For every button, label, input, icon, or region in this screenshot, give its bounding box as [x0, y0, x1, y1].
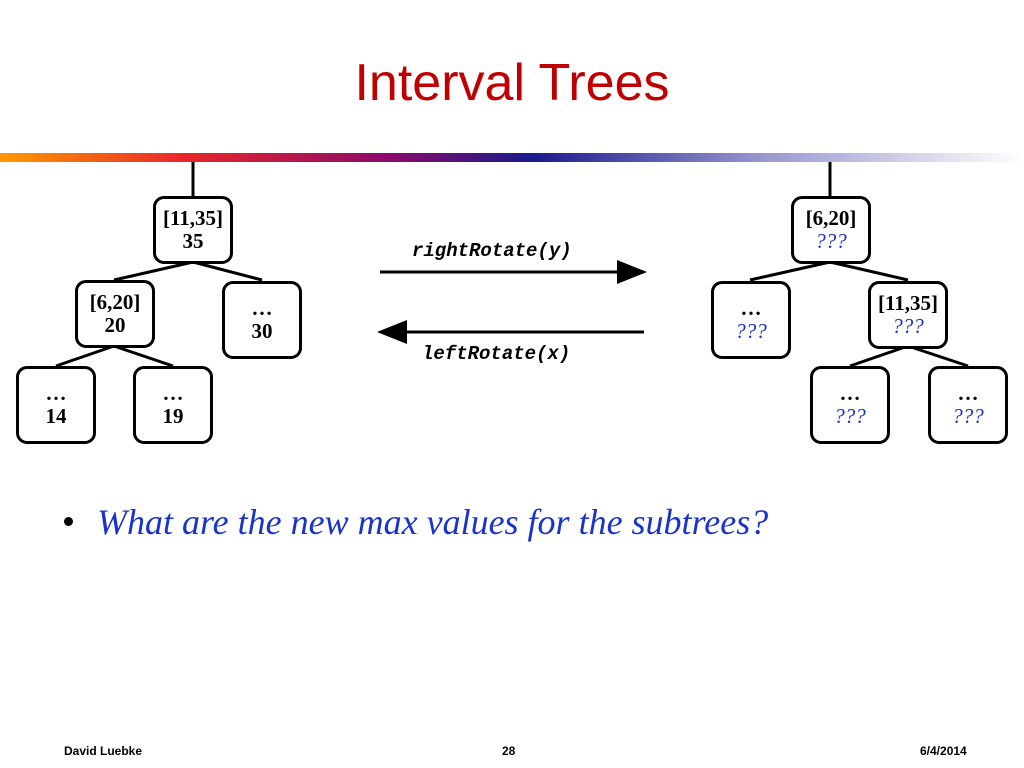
node-max: ???: [815, 229, 847, 253]
node-max: ???: [892, 314, 924, 338]
right-tree-root-node: [6,20] ???: [791, 196, 871, 264]
node-max: 35: [182, 229, 204, 253]
left-rotate-label: leftRotate(x): [422, 343, 571, 365]
edge: [907, 344, 969, 368]
bullet-dot-icon: [64, 517, 73, 527]
footer-date: 6/4/2014: [920, 744, 967, 758]
title-gradient-rule: [0, 153, 1024, 162]
node-interval: [11,35]: [162, 206, 224, 230]
left-tree-left-right-node: … 19: [133, 366, 213, 444]
left-tree-right-node: … 30: [222, 281, 302, 359]
slide-title: Interval Trees: [354, 54, 670, 112]
edge: [113, 260, 194, 282]
node-interval: …: [957, 381, 979, 405]
edge: [113, 344, 174, 368]
node-interval: [6,20]: [89, 290, 141, 314]
node-interval: …: [162, 381, 184, 405]
node-max: ???: [834, 404, 866, 428]
node-max: 19: [162, 404, 184, 428]
node-interval: …: [45, 381, 67, 405]
node-interval: …: [839, 381, 861, 405]
right-tree-left-node: … ???: [711, 281, 791, 359]
node-max: 20: [104, 313, 126, 337]
node-interval: [6,20]: [805, 206, 857, 230]
edge: [55, 344, 115, 368]
node-max: ???: [735, 319, 767, 343]
bullet-item: What are the new max values for the subt…: [64, 500, 1004, 544]
left-tree-left-left-node: … 14: [16, 366, 96, 444]
node-max: ???: [952, 404, 984, 428]
footer-author: David Luebke: [64, 744, 143, 758]
node-interval: [11,35]: [877, 291, 939, 315]
node-max: 14: [45, 404, 67, 428]
bullet-text: What are the new max values for the subt…: [97, 502, 769, 542]
edge: [829, 260, 909, 282]
footer-page-number: 28: [502, 744, 516, 758]
edge: [749, 260, 831, 282]
left-tree-root-node: [11,35] 35: [153, 196, 233, 264]
right-tree-right-left-node: … ???: [810, 366, 890, 444]
right-tree-right-right-node: … ???: [928, 366, 1008, 444]
node-interval: …: [740, 296, 762, 320]
node-max: 30: [251, 319, 273, 343]
right-tree-right-node: [11,35] ???: [868, 281, 948, 349]
edge: [192, 260, 263, 282]
right-rotate-label: rightRotate(y): [412, 240, 572, 262]
node-interval: …: [251, 296, 273, 320]
left-tree-left-node: [6,20] 20: [75, 280, 155, 348]
edge: [849, 344, 909, 368]
